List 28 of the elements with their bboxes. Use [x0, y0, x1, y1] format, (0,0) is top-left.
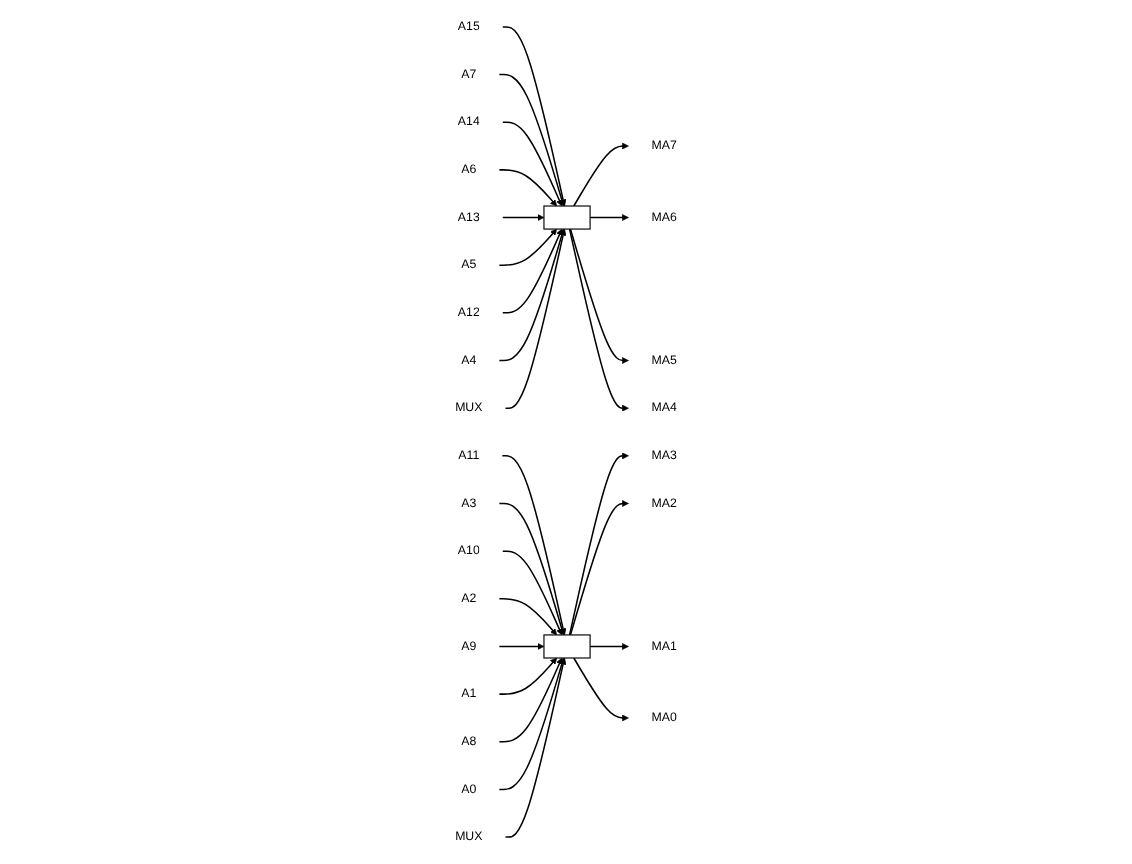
arrow	[504, 228, 567, 409]
node-box	[543, 205, 591, 230]
arrow	[568, 452, 629, 636]
arrow	[573, 657, 629, 722]
arrow	[498, 657, 566, 791]
node-box	[543, 634, 591, 659]
arrow	[569, 500, 629, 636]
arrow	[502, 550, 563, 636]
arrow	[498, 169, 558, 207]
arrow	[502, 26, 567, 207]
arrow	[568, 228, 629, 412]
arrow	[498, 643, 545, 650]
arrow	[498, 73, 566, 207]
arrow	[502, 214, 545, 221]
arrow	[498, 657, 563, 743]
arrow	[589, 214, 629, 221]
arrow	[498, 502, 566, 636]
arrow	[498, 657, 558, 695]
arrow	[502, 228, 563, 314]
arrow	[498, 228, 566, 362]
arrow	[504, 657, 567, 838]
arrow	[498, 228, 558, 266]
arrow	[589, 643, 629, 650]
arrow	[498, 598, 558, 636]
arrow	[569, 228, 629, 364]
arrow	[573, 142, 629, 207]
arrow	[502, 121, 563, 207]
arrow	[501, 455, 567, 636]
